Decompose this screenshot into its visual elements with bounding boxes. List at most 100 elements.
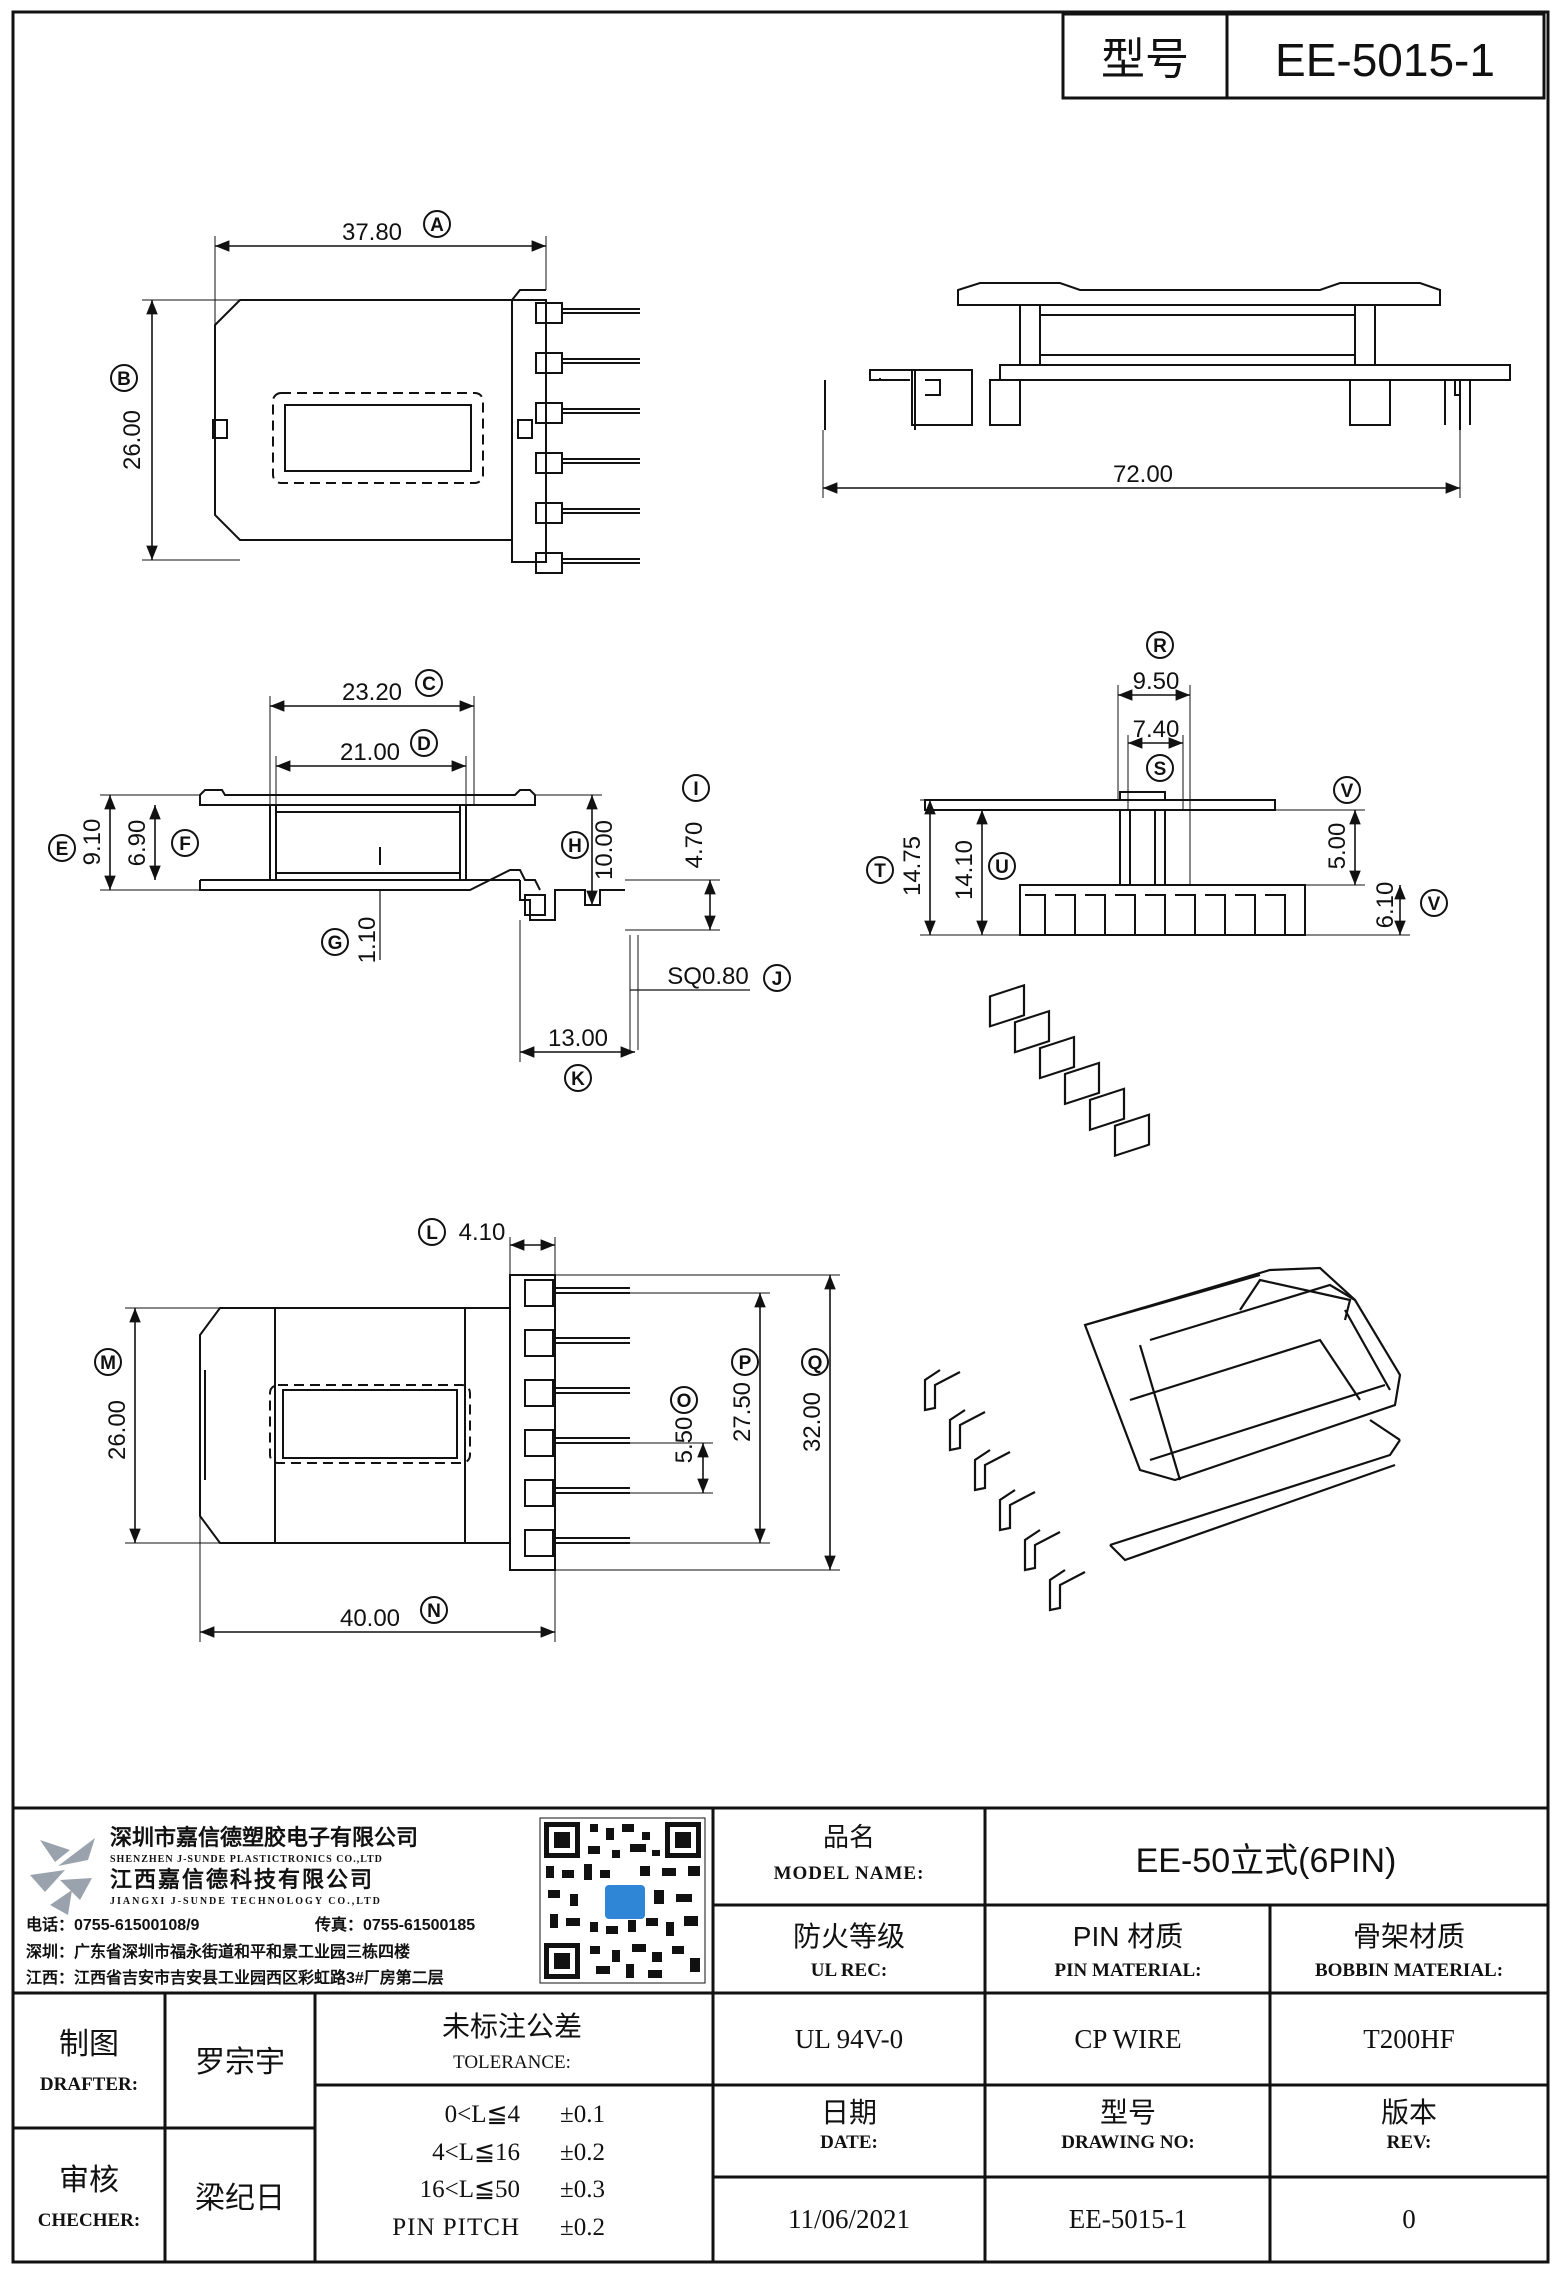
checker-label-cn: 审核 (59, 2164, 119, 2197)
dim-J-label: J (772, 969, 783, 990)
date-label-en: DATE: (820, 2132, 878, 2153)
pin-material-value: CP WIRE (1074, 2024, 1181, 2054)
drawing-no-label-cn: 型号 (1100, 2097, 1156, 2128)
bottom-view-pins (524, 1279, 630, 1557)
tolerance-range: 16<L≦50 (420, 2176, 520, 2203)
dim-P-label: P (739, 1353, 752, 1374)
bobbin-material-label-en: BOBBIN MATERIAL: (1315, 1960, 1503, 1981)
tolerance-range: 0<L≦4 (445, 2101, 521, 2128)
ul-label-en: UL REC: (811, 1960, 888, 1981)
bobbin-material-value: T200HF (1363, 2024, 1455, 2054)
view-isometric (923, 983, 1402, 1612)
dim-V2-label: V (1428, 894, 1441, 915)
ul-value: UL 94V-0 (795, 2024, 903, 2054)
drafter-label-cn: 制图 (59, 2028, 119, 2061)
dim-V2-value: 6.10 (1372, 882, 1399, 929)
dim-P: 27.50 P (630, 1292, 770, 1544)
dim-H-label: H (568, 836, 582, 857)
checker-value: 梁纪日 (195, 2182, 285, 2215)
dim-A-value: 37.80 (342, 219, 402, 246)
dim-Q-label: Q (808, 1353, 823, 1374)
dim-C-label: C (422, 674, 436, 695)
view-bottom (199, 1274, 630, 1571)
tolerance-table: 0<L≦4 ±0.1 4<L≦16 ±0.2 16<L≦50 ±0.3 PIN … (392, 2101, 605, 2241)
dim-K-value: 13.00 (548, 1025, 608, 1052)
company-address-jx: 江西：江西省吉安市吉安县工业园西区彩虹路3#厂房第二层 (26, 1968, 444, 1987)
dim-F-label: F (179, 834, 191, 855)
dim-72: 72.00 (822, 430, 1461, 498)
dim-L-label: L (426, 1223, 438, 1244)
date-value: 11/06/2021 (788, 2204, 910, 2234)
dim-K: 13.00 K (519, 920, 635, 1092)
dim-V2: 6.10 V (1305, 882, 1448, 936)
title-block: 深圳市嘉信德塑胶电子有限公司 SHENZHEN J-SUNDE PLASTICT… (13, 1806, 1548, 2262)
dim-F-value: 6.90 (124, 820, 151, 867)
drawing-no-label-en: DRAWING NO: (1061, 2132, 1195, 2153)
dim-B-value: 26.00 (119, 410, 146, 470)
header-label: 型号 (1101, 35, 1189, 84)
dim-M: 26.00 M (94, 1307, 220, 1544)
company-logo (30, 1838, 95, 1915)
dim-A-label: A (430, 215, 444, 236)
drafter-value: 罗宗宇 (195, 2046, 285, 2079)
checker-label-en: CHECHER: (38, 2210, 140, 2231)
pin-material-label-en: PIN MATERIAL: (1055, 1960, 1202, 1981)
dim-L: 4.10 L (418, 1218, 556, 1275)
view-front (199, 789, 625, 921)
dim-O-label: O (677, 1391, 692, 1412)
dim-J: SQ0.80 J (629, 935, 791, 1050)
dim-O: 5.50 O (630, 1386, 713, 1494)
company-phone: 电话：0755-61500108/9 (26, 1915, 200, 1934)
dim-I-label: I (693, 779, 698, 800)
model-name-label-cn: 品名 (823, 1822, 875, 1852)
company-address-sz: 深圳：广东省深圳市福永街道和平和景工业园三栋四楼 (26, 1942, 410, 1961)
dim-I: 4.70 I (625, 774, 720, 931)
header-model-box: 型号 EE-5015-1 (1061, 12, 1546, 100)
company-name-cn: 深圳市嘉信德塑胶电子有限公司 (110, 1825, 418, 1850)
dim-U-label: U (995, 857, 1009, 878)
dim-H-value: 10.00 (591, 820, 618, 880)
model-name-label-en: MODEL NAME: (774, 1863, 925, 1884)
dim-V1-label: V (1341, 781, 1354, 802)
dim-S-value: 7.40 (1133, 716, 1180, 743)
dim-C-value: 23.20 (342, 679, 402, 706)
company-fax: 传真：0755-61500185 (314, 1915, 475, 1934)
model-name-value: EE-50立式(6PIN) (1136, 1842, 1397, 1880)
tolerance-range: PIN PITCH (392, 2214, 520, 2241)
dim-T: 14.75 T (866, 799, 1020, 936)
tolerance-label-cn: 未标注公差 (442, 2011, 582, 2042)
rev-value: 0 (1402, 2204, 1416, 2234)
dim-P-value: 27.50 (729, 1382, 756, 1442)
tolerance-value: ±0.2 (560, 2139, 605, 2166)
dim-D-label: D (417, 734, 431, 755)
bobbin-material-label-cn: 骨架材质 (1353, 1921, 1465, 1952)
company2-name-en: JIANGXI J-SUNDE TECHNOLOGY CO.,LTD (110, 1896, 382, 1907)
top-view-pins (535, 302, 640, 574)
dim-R: 9.50 R (1117, 631, 1191, 885)
dim-R-label: R (1153, 636, 1167, 657)
rev-label-en: REV: (1387, 2132, 1432, 2153)
dim-O-value: 5.50 (671, 1417, 698, 1464)
ul-label-cn: 防火等级 (793, 1921, 905, 1952)
tolerance-label-en: TOLERANCE: (453, 2052, 571, 2073)
dim-72-value: 72.00 (1113, 461, 1173, 488)
dim-K-label: K (571, 1069, 585, 1090)
tolerance-value: ±0.3 (560, 2176, 605, 2203)
dim-D: 21.00 D (275, 729, 467, 812)
view-side (824, 282, 1511, 430)
end-view-teeth (1025, 894, 1286, 935)
dim-G: 1.10 G (321, 890, 381, 963)
dim-E: 9.10 E (48, 794, 200, 891)
dim-C: 23.20 C (269, 669, 475, 805)
dim-Q: 32.00 Q (555, 1274, 840, 1571)
dim-N-label: N (427, 1601, 441, 1622)
dim-T-label: T (874, 861, 886, 882)
dim-U: 14.10 U (951, 810, 1016, 935)
dim-H: 10.00 H (535, 794, 618, 905)
drawing-no-value: EE-5015-1 (1069, 2204, 1187, 2234)
dim-S: 7.40 S (1127, 716, 1184, 810)
dim-G-label: G (328, 933, 343, 954)
dim-B: 26.00 B (110, 299, 240, 561)
